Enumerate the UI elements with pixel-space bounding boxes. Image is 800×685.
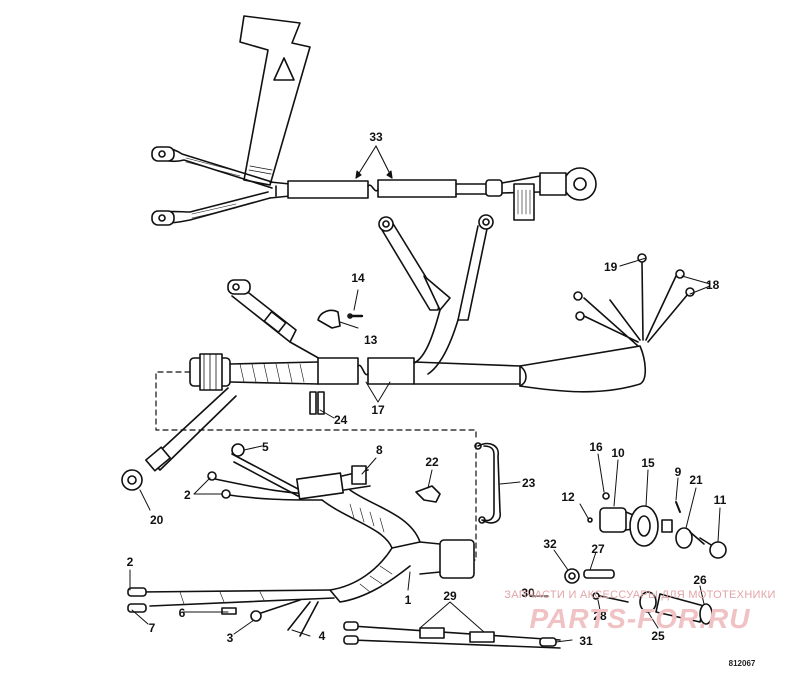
- callout-17: 17: [371, 403, 385, 417]
- callout-21: 21: [689, 473, 703, 487]
- callout-32: 32: [543, 537, 557, 551]
- callout-30: 30: [521, 586, 535, 600]
- clamp-and-screw: [317, 309, 364, 329]
- choke-switch-parts: [564, 568, 713, 625]
- callout-18: 18: [706, 278, 720, 292]
- callout-25: 25: [651, 629, 665, 643]
- callout-4: 4: [319, 629, 326, 643]
- callout-3: 3: [227, 631, 234, 645]
- cable-clip: [415, 485, 441, 503]
- callout-2-lower: 2: [127, 555, 134, 569]
- connector-pins: [309, 391, 325, 415]
- callout-16: 16: [589, 440, 603, 454]
- callout-31: 31: [579, 634, 593, 648]
- drawing-code: 812067: [729, 659, 756, 668]
- callout-22: 22: [425, 455, 439, 469]
- callout-28: 28: [593, 609, 607, 623]
- callout-19: 19: [604, 260, 618, 274]
- watermark-tagline: ЗАПЧАСТИ И АКСЕССУАРЫ ДЛЯ МОТОТЕХНИКИ: [504, 589, 775, 601]
- callout-13: 13: [364, 333, 378, 347]
- callout-33-leaders: [355, 145, 393, 179]
- callout-8: 8: [376, 443, 383, 457]
- ignition-switch-parts: [587, 492, 727, 559]
- callout-20: 20: [150, 513, 164, 527]
- callout-33: 33: [369, 130, 383, 144]
- callout-14: 14: [351, 271, 365, 285]
- callout-9: 9: [675, 465, 682, 479]
- callout-24: 24: [334, 413, 348, 427]
- callout-11: 11: [714, 493, 727, 507]
- terminal-bracket: [474, 442, 502, 524]
- callout-27: 27: [591, 542, 605, 556]
- callout-23: 23: [522, 476, 536, 490]
- battery-cable-assembly: [151, 15, 597, 226]
- dashed-connection-line: [155, 371, 477, 561]
- main-harness-upper: [121, 214, 695, 491]
- callout-2-upper: 2: [184, 488, 191, 502]
- callout-29: 29: [443, 589, 457, 603]
- callout-7: 7: [149, 621, 156, 635]
- callout-5: 5: [262, 440, 269, 454]
- callout-1: 1: [405, 593, 412, 607]
- callout-12: 12: [561, 490, 575, 504]
- callout-15: 15: [641, 456, 655, 470]
- jumper-leads: [343, 621, 561, 649]
- callout-10: 10: [611, 446, 625, 460]
- callout-6: 6: [179, 606, 186, 620]
- watermark-logo: PARTS-FOR.RU: [530, 603, 751, 634]
- callout-26: 26: [693, 573, 707, 587]
- callout-leaders: [129, 257, 721, 643]
